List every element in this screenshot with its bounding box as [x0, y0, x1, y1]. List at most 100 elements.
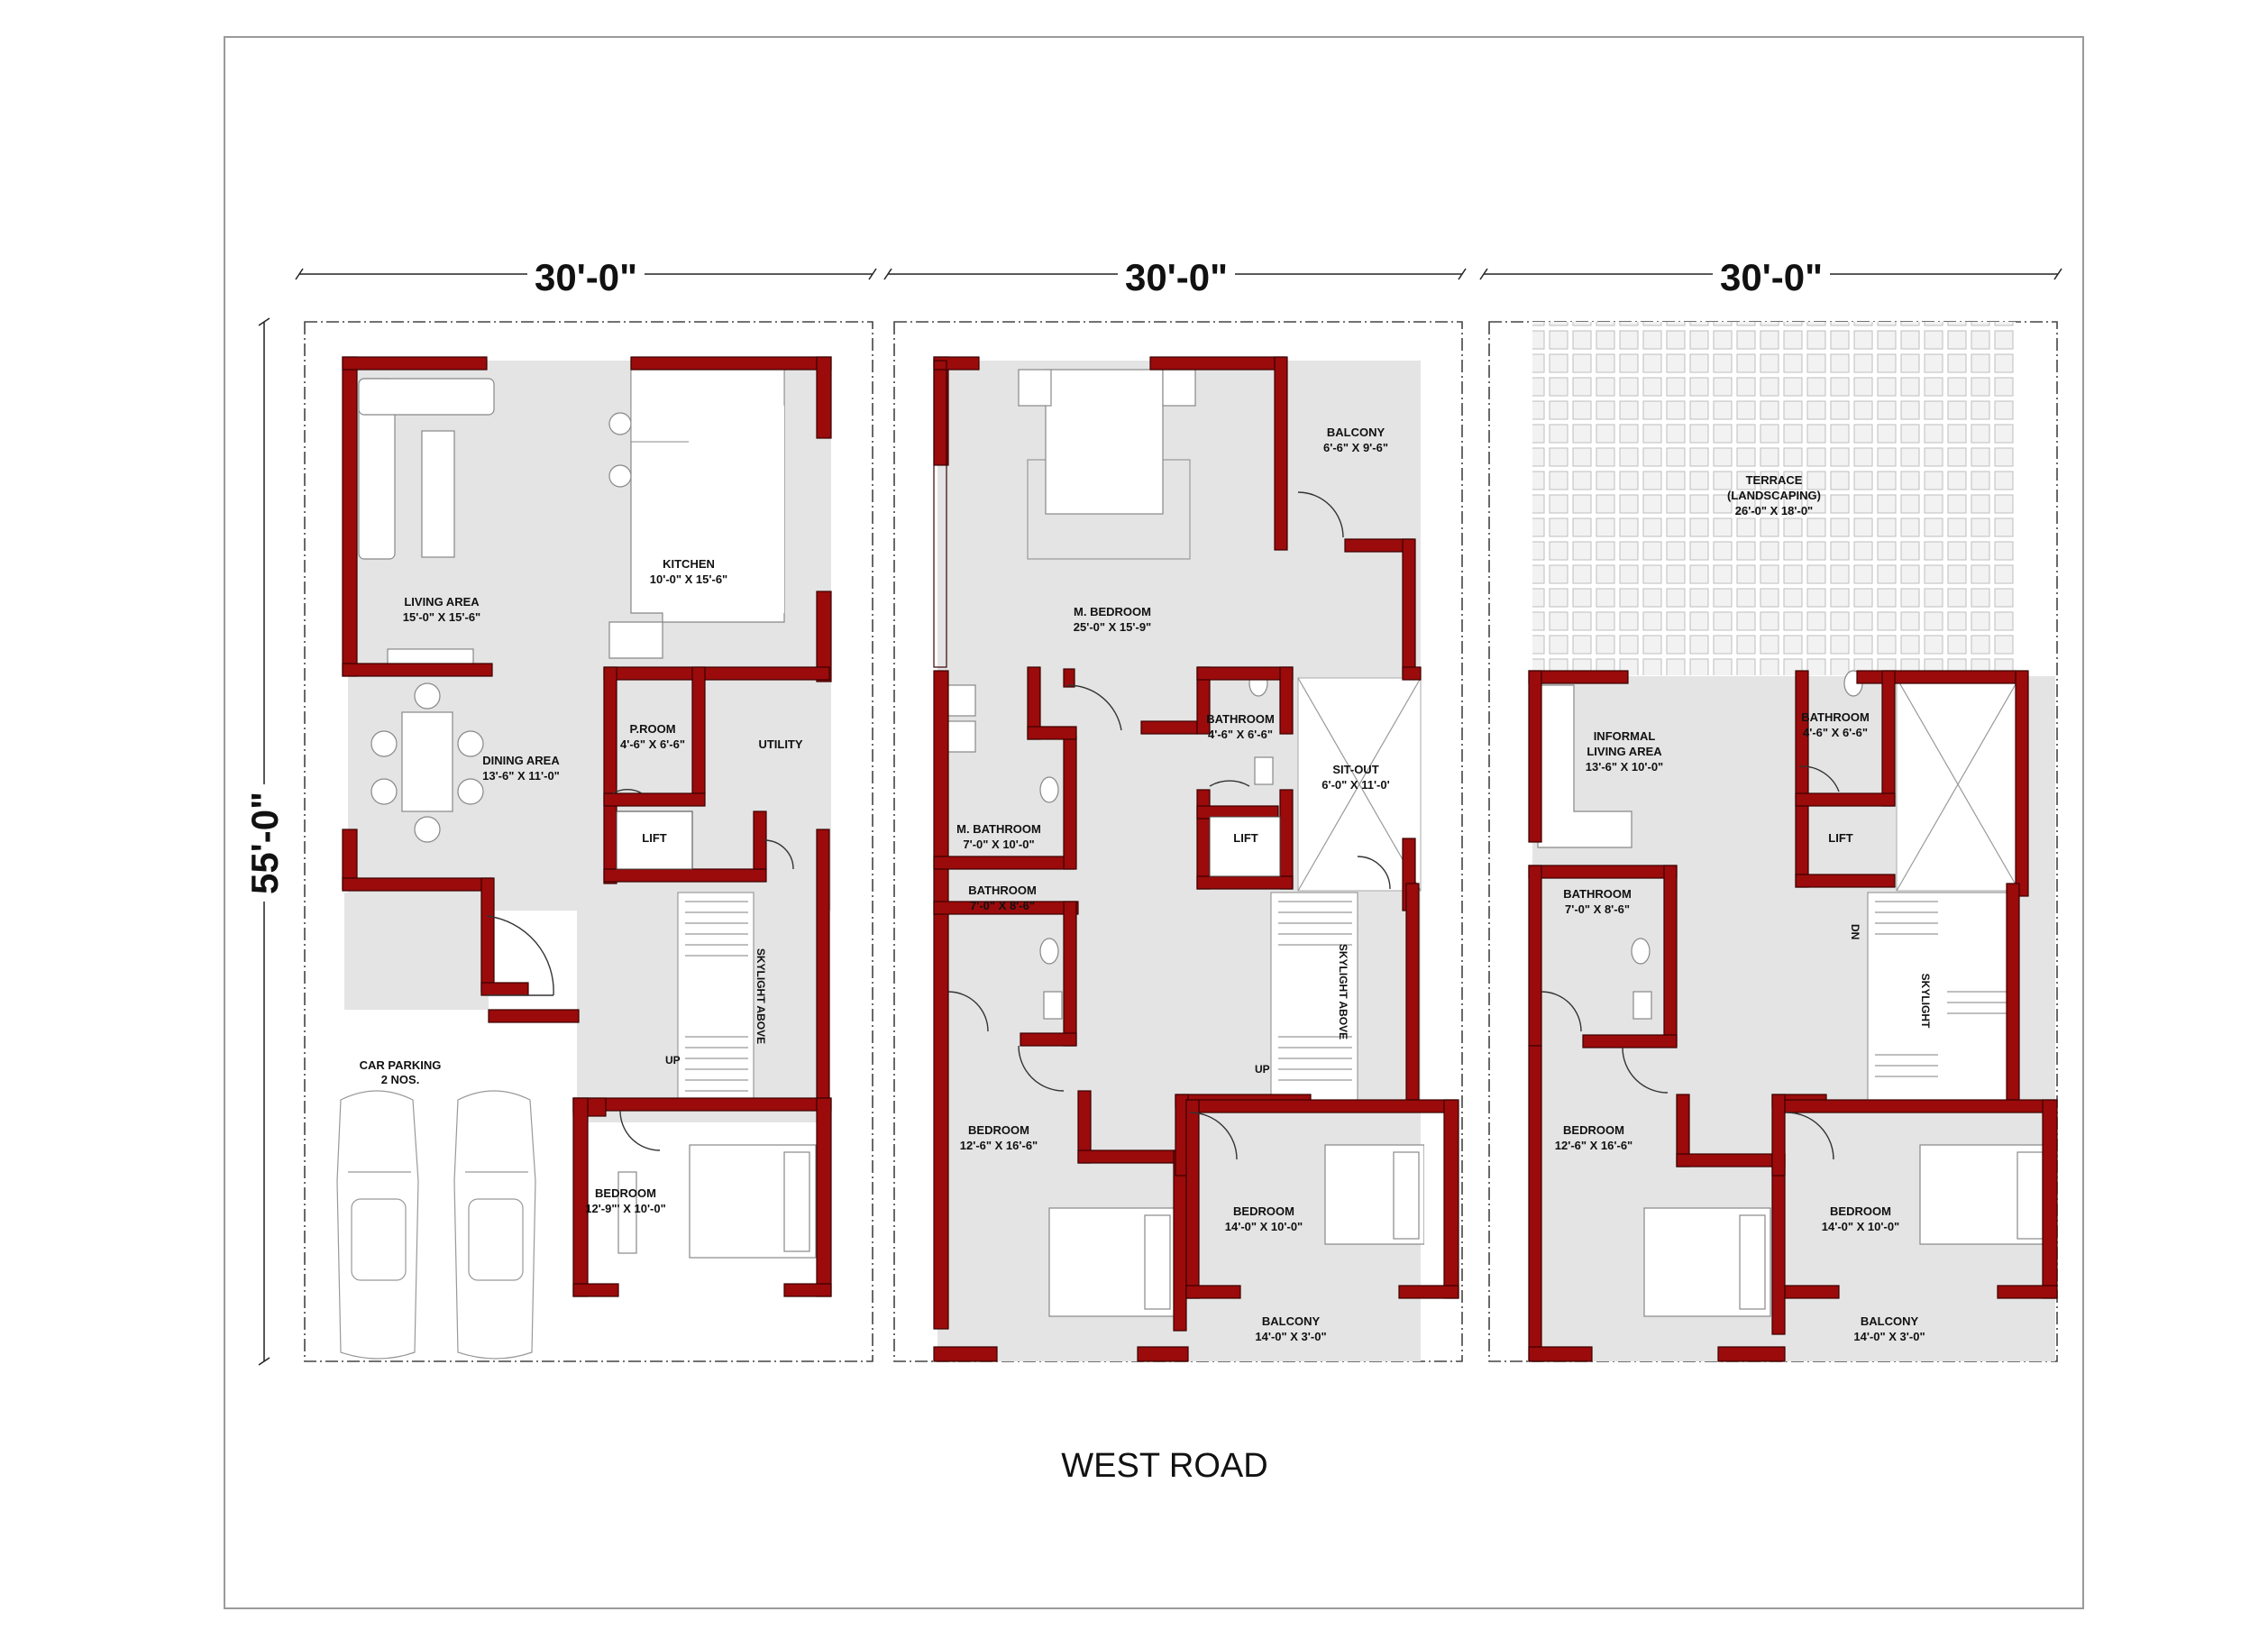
door-swing	[1357, 856, 1391, 890]
sofa-icon	[358, 378, 495, 668]
door-swing	[1798, 765, 1840, 792]
skylight-label: SKYLIGHT ABOVE	[1337, 944, 1349, 1039]
room-size: 14'-0" X 10'-0"	[1225, 1220, 1303, 1233]
bed-icon	[1048, 1207, 1176, 1317]
dimension-top-label: 30'-0"	[1125, 256, 1228, 298]
skylight-cross	[1896, 677, 2020, 892]
sit-out-skylight	[1297, 677, 1422, 892]
room-name: M. BATHROOM	[956, 822, 1041, 836]
room-name: BALCONY	[1262, 1314, 1321, 1328]
room-size: 14'-0" X 3'-0"	[1255, 1330, 1326, 1343]
room-name: BEDROOM	[1563, 1123, 1624, 1137]
room-name: INFORMAL	[1594, 729, 1656, 743]
room-size: 7'-0" X 8'-6"	[1565, 902, 1630, 916]
kitchen-counter	[608, 360, 785, 659]
bed-icon	[1324, 1144, 1425, 1245]
bed-icon	[617, 1144, 817, 1259]
room-size: 4'-6" X 6'-6"	[620, 737, 685, 751]
room-size: 6'-0" X 11'-0'	[1321, 778, 1389, 792]
room-name: BEDROOM	[595, 1186, 656, 1200]
dimension-side: 55'-0"	[243, 317, 286, 1366]
bed-icon	[1919, 1144, 2047, 1245]
walls-second	[1528, 670, 2058, 1362]
room-size: 14'-0" X 3'-0"	[1853, 1330, 1925, 1343]
room-name: BALCONY	[1861, 1314, 1919, 1328]
room-sub: LIVING AREA	[1587, 745, 1662, 758]
walls-first	[933, 356, 1459, 1362]
room-name: BATHROOM	[1563, 887, 1632, 901]
skylight-label: SKYLIGHT	[1919, 974, 1932, 1029]
room-size: 7'-0" X 10'-0"	[963, 838, 1034, 851]
room-size: 14'-0" X 10'-0"	[1822, 1220, 1899, 1233]
floor-plan-first: SKYLIGHT ABOVE UP	[893, 321, 1463, 1362]
room-size: 15'-0" X 15'-6"	[403, 610, 480, 624]
room-name: BATHROOM	[968, 884, 1037, 897]
room-size: 13'-6" X 10'-0"	[1586, 760, 1663, 774]
room-name: LIFT	[1828, 831, 1852, 845]
room-name: BEDROOM	[1233, 1204, 1294, 1218]
floor-plan-ground: SKYLIGHT ABOVE UP	[304, 321, 873, 1362]
dimension-top-label: 30'-0"	[1720, 256, 1823, 298]
dimension-side-label: 55'-0"	[243, 792, 286, 894]
door-swing	[947, 991, 989, 1032]
room-name: TERRACE	[1746, 473, 1803, 487]
dining-table-icon	[370, 682, 484, 843]
room-name: BATHROOM	[1801, 710, 1870, 724]
room-name: P.ROOM	[629, 722, 675, 736]
room-name: KITCHEN	[663, 557, 715, 571]
room-name: LIVING AREA	[404, 595, 480, 609]
bed-icon	[1643, 1207, 1771, 1317]
room-size: 12'-6" X 16'-6"	[1555, 1139, 1632, 1152]
room-size: 10'-0" X 15'-6"	[650, 572, 727, 586]
room-name: UTILITY	[758, 737, 802, 751]
room-name: LIFT	[1233, 831, 1257, 845]
door-swing	[764, 839, 794, 870]
staircase: SKYLIGHT ABOVE UP	[1255, 892, 1358, 1101]
dimension-top-label: 30'-0"	[535, 256, 637, 298]
car-icon	[453, 1090, 536, 1360]
door-swing	[619, 1110, 661, 1151]
walls-ground	[342, 356, 832, 1297]
dimension-top-2: 30'-0"	[883, 256, 1467, 298]
skylight-label: SKYLIGHT ABOVE	[754, 948, 767, 1044]
stair-up-label: UP	[665, 1054, 681, 1067]
road-label: WEST ROAD	[1061, 1447, 1267, 1485]
stair-up-label: UP	[1255, 1063, 1270, 1076]
room-size: 12'-9"' X 10'-0"	[585, 1202, 666, 1215]
room-name: BALCONY	[1327, 426, 1385, 439]
room-name: SIT-OUT	[1332, 763, 1378, 776]
dimension-top-3: 30'-0"	[1479, 256, 2062, 298]
room-size: 26'-0" X 18'-0"	[1735, 504, 1813, 517]
room-size: 12'-6" X 16'-6"	[960, 1139, 1038, 1152]
room-name: M. BEDROOM	[1074, 605, 1151, 618]
dimension-top-1: 30'-0"	[295, 256, 877, 298]
room-name: CAR PARKING	[360, 1058, 442, 1072]
room-size: 4'-6" X 6'-6"	[1803, 726, 1868, 739]
staircase: SKYLIGHT ABOVE UP	[665, 892, 767, 1101]
terrace-landscaping	[1532, 322, 2016, 675]
room-name: BATHROOM	[1206, 712, 1275, 726]
room-name: DINING AREA	[482, 754, 560, 767]
door-swing	[1297, 491, 1344, 538]
room-size: 2 NOS.	[381, 1073, 420, 1086]
room-size: 4'-6" X 6'-6"	[1208, 728, 1273, 741]
room-size: 13'-6" X 11'-0"	[482, 769, 560, 783]
room-name: BEDROOM	[1830, 1204, 1891, 1218]
door-swing	[1066, 684, 1122, 731]
door-swing	[1786, 1112, 1834, 1160]
door-swing	[1622, 1047, 1669, 1094]
room-sub: (LANDSCAPING)	[1727, 489, 1821, 502]
staircase: SKYLIGHT DN	[1849, 892, 2017, 1101]
room-size: 6'-6" X 9'-6"	[1323, 441, 1388, 454]
room-name: BEDROOM	[968, 1123, 1029, 1137]
door-swing	[1209, 780, 1250, 787]
room-name: LIFT	[642, 831, 666, 845]
door-swing	[1189, 1112, 1238, 1160]
door-swing	[1018, 1045, 1065, 1092]
door-swing	[486, 915, 554, 996]
floor-plan-second: SKYLIGHT DN	[1488, 321, 2058, 1362]
door-swing	[1541, 991, 1582, 1032]
door-swing	[612, 789, 643, 794]
room-size: 25'-0" X 15'-9"	[1074, 620, 1151, 634]
